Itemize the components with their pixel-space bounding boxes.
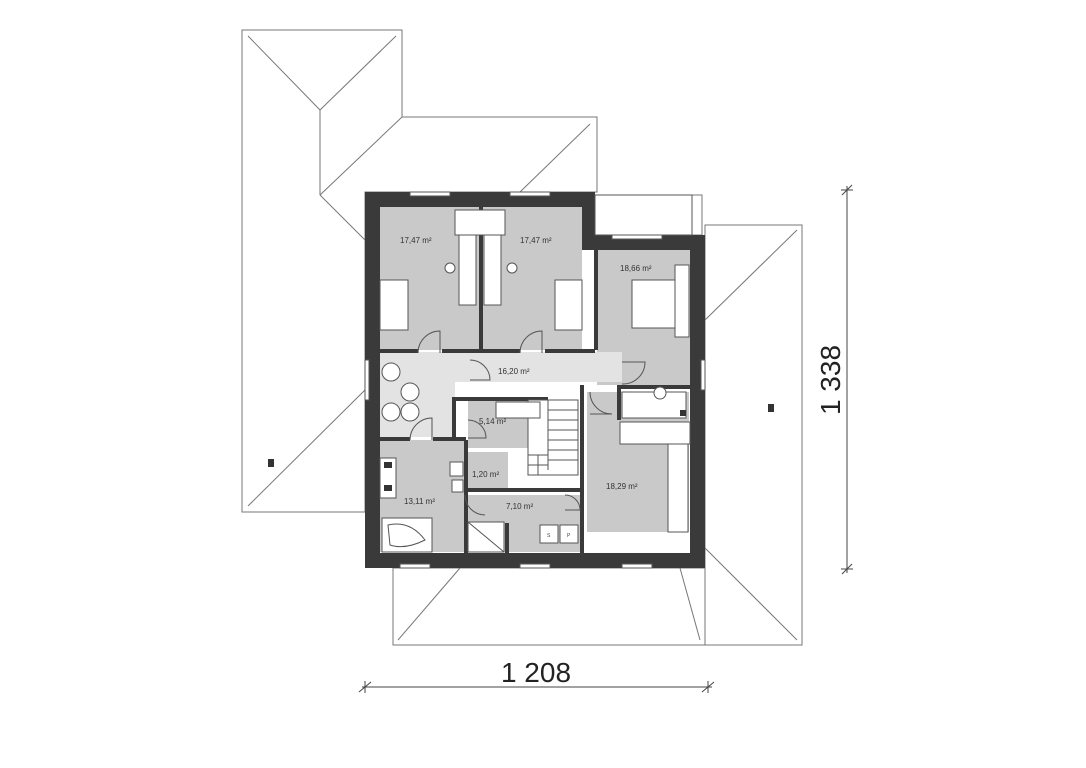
room-area-laundry: 7,10 m²	[506, 502, 533, 511]
room-area-master-bedroom: 18,66 m²	[620, 264, 652, 273]
door-swings	[409, 330, 646, 516]
roof-vent-icon	[268, 459, 274, 467]
exterior-walls	[365, 192, 705, 568]
washer-label: S	[547, 533, 551, 539]
room-area-family-room: 18,29 m²	[606, 482, 638, 491]
dimension-width: 1 208	[358, 657, 715, 693]
dimension-depth: 1 338	[815, 184, 853, 575]
room-area-storage: 5,14 m²	[479, 417, 506, 426]
room-area-hallway: 16,20 m²	[498, 367, 530, 376]
dryer-label: P	[567, 533, 571, 539]
room-area-bedroom-1: 17,47 m²	[400, 236, 432, 245]
depth-dimension-label: 1 338	[815, 345, 846, 415]
furniture	[379, 209, 691, 553]
room-area-toilet: 1,20 m²	[472, 470, 499, 479]
windows	[364, 191, 706, 569]
roof-vent-icon	[768, 404, 774, 412]
room-area-bathroom: 13,11 m²	[404, 497, 435, 506]
width-dimension-label: 1 208	[501, 657, 571, 688]
room-labels: 17,47 m² 17,47 m² 18,66 m² 16,20 m² 5,14…	[400, 236, 652, 539]
room-area-bedroom-2: 17,47 m²	[520, 236, 552, 245]
